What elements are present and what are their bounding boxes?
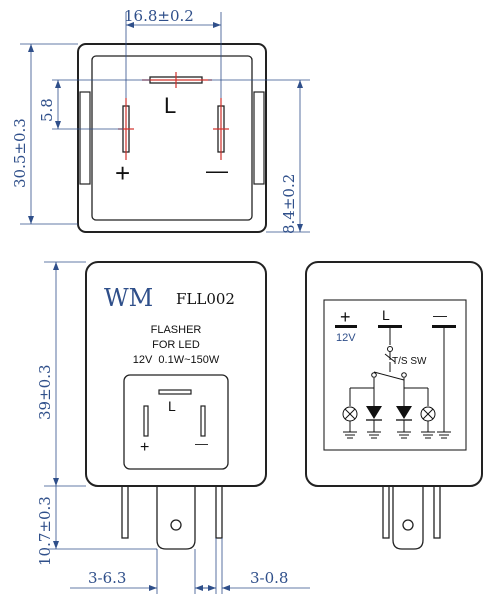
schematic-plus: + [340, 307, 351, 327]
top-pin-minus-label: — [206, 158, 228, 183]
top-pin-L-label: L [164, 93, 176, 118]
schematic-minus: — [433, 307, 447, 323]
top-view-outline [77, 43, 267, 233]
schematic-L: L [382, 307, 390, 323]
led-right [396, 406, 412, 419]
top-side-dim: 8.4±0.2 [280, 174, 298, 234]
right-body-outline [305, 261, 483, 487]
front-line-2: FOR LED [152, 339, 200, 351]
front-socket-L-label: L [168, 398, 176, 414]
front-pin-left [121, 485, 129, 539]
front-socket-plus-label: + [140, 439, 149, 456]
front-line-3: 12V 0.1W~150W [133, 354, 220, 366]
front-socket-pin-minus [200, 405, 206, 437]
front-pin-spacing-dim: 3-6.3 [88, 569, 126, 587]
top-view-inner-outline [91, 55, 253, 221]
front-pin-right [215, 485, 223, 539]
front-model: FLL002 [176, 290, 235, 308]
front-socket-pin-L [158, 389, 192, 395]
front-line-1: FLASHER [151, 324, 202, 336]
right-pin-left [382, 485, 390, 539]
top-height-dim: 30.5±0.3 [11, 118, 29, 188]
front-brand: WM [104, 284, 153, 312]
schematic-box [323, 299, 467, 451]
front-socket-outline [123, 374, 229, 470]
top-pin-plus-label: + [115, 158, 130, 188]
front-socket-minus-label: — [195, 436, 208, 451]
right-pin-center [392, 486, 424, 550]
front-height-dim: 39±0.3 [36, 364, 54, 420]
front-pin-center [156, 486, 196, 550]
right-pin-right [433, 485, 441, 539]
right-view: + 12V L — T/S SW [200, 261, 483, 594]
top-pin-offset-dim: 5.8 [38, 98, 56, 122]
front-view: WM FLL002 FLASHER FOR LED 12V 0.1W~150W … [36, 261, 267, 594]
schematic-voltage: 12V [336, 332, 356, 344]
led-left [366, 406, 382, 419]
pin-width-dim: 3-0.8 [250, 569, 288, 587]
top-view: L + — 16.8±0.2 30.5±0.3 5.8 8.4±0.2 [11, 7, 310, 234]
top-width-dim: 16.8±0.2 [124, 7, 194, 25]
front-pin-height-dim: 10.7±0.3 [36, 496, 54, 566]
front-socket-pin-plus [143, 405, 149, 437]
schematic-switch: T/S SW [392, 356, 427, 367]
front-body-outline [85, 261, 267, 487]
